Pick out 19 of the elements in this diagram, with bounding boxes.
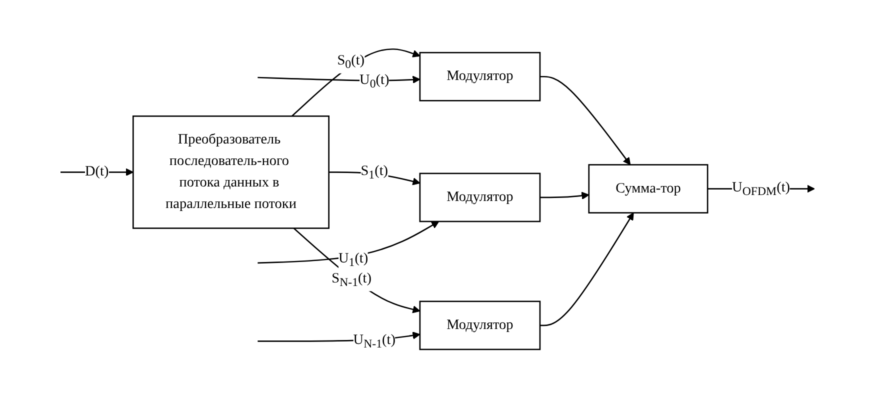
edge-label: U$_{N-1}$(t) (353, 332, 396, 350)
node-box: Модулятор (419, 52, 541, 101)
edge-label: S$_{1}$(t) (360, 162, 388, 181)
edge-label: S$_{0}$(t) (337, 52, 365, 71)
arrow (540, 191, 590, 200)
node-box: Модулятор (419, 300, 541, 350)
arrow (60, 168, 134, 176)
edge-label: S$_{N-1}$(t) (332, 270, 372, 288)
arrow (540, 76, 631, 165)
edge-label: U$_{1}$(t) (338, 250, 368, 268)
arrow (540, 212, 634, 326)
edge-label: U$_{0}$(t) (360, 72, 390, 90)
node-box: Модулятор (419, 172, 541, 222)
edge-label: D(t) (84, 164, 109, 179)
edge-label: U$_{OFDM}$(t) (732, 179, 790, 198)
arrow (293, 227, 420, 313)
arrow (291, 48, 420, 116)
node-box: Сумма-тор (588, 164, 708, 214)
node-box: Преобразователь последователь-ного потока данных в параллельные потоки (132, 115, 330, 229)
